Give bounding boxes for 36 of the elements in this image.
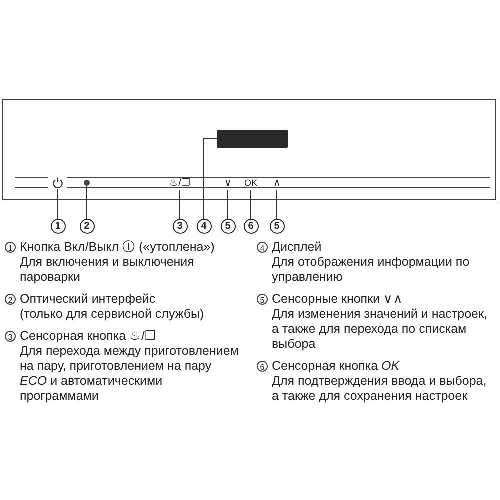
display-screen: [217, 130, 288, 148]
item-heading: Сенсорная кнопка ♨/❐: [20, 329, 158, 344]
dot-icon: [84, 180, 90, 186]
item-heading: Оптический интерфейс: [20, 292, 157, 307]
callout-number: 6: [257, 361, 268, 372]
item-description: (только для сервисной службы): [20, 307, 206, 322]
leader-line: [204, 138, 218, 220]
leader-line: [276, 190, 278, 220]
callout-number: 1: [5, 242, 16, 253]
callout-number: 5: [270, 219, 284, 234]
callout-number: 6: [244, 219, 258, 234]
callout-number: 1: [50, 219, 66, 234]
button-label: ∧: [271, 176, 283, 190]
button-symbol: ♨/❐: [166, 176, 194, 190]
leader-line: [86, 186, 88, 220]
item-description: Для перехода между приготовлением на пару, приготовлением на пару ECO и автоматическими программами: [20, 344, 240, 404]
callout-number: 3: [5, 331, 16, 342]
item-description: Для изменения значений и настроек, а также для перехода по спискам выбора: [272, 307, 488, 352]
button-label: OK: [242, 176, 260, 190]
item-heading: Сенсорные кнопки ∨∧: [272, 292, 405, 307]
callout-number: 5: [257, 294, 268, 305]
callout-number: 2: [5, 294, 16, 305]
button-label: ∨: [222, 176, 234, 190]
callout-number: 2: [80, 219, 94, 234]
callout-number: 4: [257, 242, 268, 253]
callout-number: 3: [172, 219, 188, 234]
callout-number: 4: [196, 219, 212, 234]
power-icon: [52, 177, 64, 189]
item-description: Для включения и выключения пароварки: [20, 255, 196, 285]
leader-line: [250, 190, 252, 220]
callout-number: 5: [220, 219, 236, 234]
item-heading: Дисплей: [272, 240, 323, 255]
item-heading: Кнопка Вкл/Выкл Ⓘ («утоплена»): [20, 240, 216, 255]
item-description: Для подтверждения ввода и выбора, а также для сохранения настроек: [272, 374, 488, 404]
item-heading: Сенсорная кнопка OK: [272, 359, 401, 374]
item-description: Для отображения информации по управлению: [272, 255, 471, 285]
